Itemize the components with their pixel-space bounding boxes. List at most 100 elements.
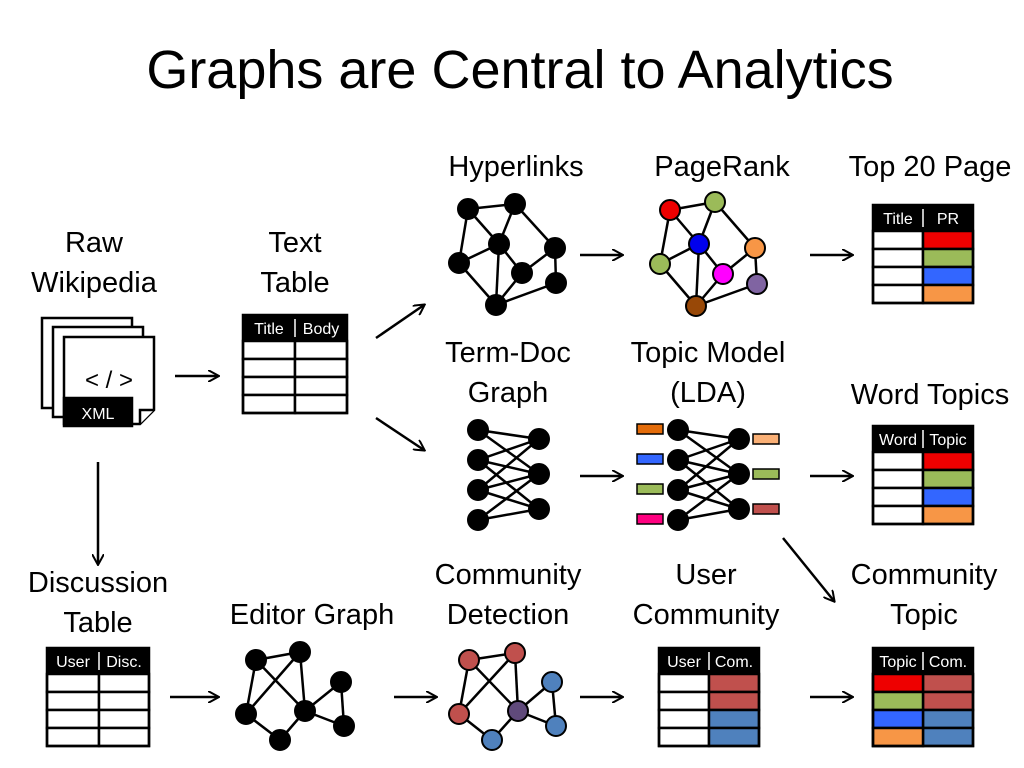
table-cell (921, 708, 975, 730)
label-raw-wikipedia-2: Wikipedia (31, 267, 158, 299)
table-cell (241, 375, 297, 397)
label-term-doc-1: Term-Doc (445, 337, 571, 369)
label-user-community-1: User (675, 559, 737, 591)
graph-node (688, 233, 710, 255)
table-cell (657, 726, 711, 748)
graph-node (528, 428, 550, 450)
table-cell (293, 375, 349, 397)
label-text-table-2: Table (260, 267, 329, 299)
graph-node (458, 649, 480, 671)
table-cell (921, 247, 975, 269)
graph-node (289, 641, 311, 663)
table-cell (97, 726, 151, 748)
table-cell (871, 504, 925, 526)
graph-node (685, 295, 707, 317)
hyperlinks-graph (448, 193, 567, 316)
header-col-1: User (667, 654, 701, 671)
graph-edge (677, 473, 740, 521)
header-col-2: Com. (715, 654, 753, 671)
arrow-table-to-hyperlinks (375, 305, 424, 340)
table-cell (921, 504, 975, 526)
graph-node (467, 419, 489, 441)
graph-edge (477, 438, 540, 491)
word-topic-bar (636, 483, 664, 495)
editor-graph (235, 641, 355, 751)
doc-topic-bar (752, 433, 780, 445)
header-col-2: Com. (929, 654, 967, 671)
table-cell (45, 672, 101, 694)
doc-xml-tag: XML (82, 406, 115, 423)
table-cell (871, 229, 925, 251)
header-col-1: User (56, 654, 90, 671)
table-cell (707, 690, 761, 712)
table-cell (657, 708, 711, 730)
label-community-detection-2: Detection (447, 599, 570, 631)
table-cell (921, 265, 975, 287)
graph-node (507, 700, 529, 722)
table-cell (871, 265, 925, 287)
label-word-topics: Word Topics (851, 379, 1010, 411)
table-cell (871, 708, 925, 730)
label-top20: Top 20 Page (849, 151, 1012, 183)
arrow-lda-to-communitytopic (782, 537, 834, 601)
graph-node (728, 428, 750, 450)
label-pagerank: PageRank (654, 151, 790, 183)
label-raw-wikipedia-1: Raw (65, 227, 124, 259)
community-detection-graph (448, 642, 567, 751)
label-hyperlinks: Hyperlinks (448, 151, 583, 183)
table-cell (871, 726, 925, 748)
table-cell (871, 690, 925, 712)
table-cell (921, 450, 975, 472)
term-doc-graph (467, 419, 550, 531)
graph-node (659, 199, 681, 221)
table-cell (871, 468, 925, 490)
label-editor-graph: Editor Graph (230, 599, 394, 631)
graph-edge (677, 428, 740, 476)
table-cell (871, 450, 925, 472)
graph-node (704, 191, 726, 213)
graph-node (545, 715, 567, 737)
table-cell (871, 247, 925, 269)
graph-node (467, 509, 489, 531)
label-text-table-1: Text (268, 227, 321, 259)
table-cell (241, 357, 297, 379)
table-cell (657, 690, 711, 712)
word-topic-bar (636, 423, 664, 435)
table-cell (293, 393, 349, 415)
label-community-topic-2: Topic (890, 599, 958, 631)
graph-node (667, 479, 689, 501)
graph-edge (255, 659, 306, 712)
graph-node (235, 703, 257, 725)
graph-edge (677, 459, 740, 510)
arrow-table-to-termdoc (375, 416, 424, 450)
graph-node (504, 642, 526, 664)
label-community-detection-1: Community (435, 559, 582, 591)
label-community-topic-1: Community (851, 559, 998, 591)
graph-node (467, 449, 489, 471)
table-cell (241, 393, 297, 415)
word-topic-bar (636, 453, 664, 465)
table-cell (921, 486, 975, 508)
label-discussion-1: Discussion (28, 567, 168, 599)
graph-node (545, 272, 567, 294)
graph-node (457, 198, 479, 220)
table-cell (45, 690, 101, 712)
top20-table: Title PR (871, 203, 975, 305)
header-col-1: Word (879, 432, 917, 449)
header-col-1: Title (883, 211, 913, 228)
graph-node (485, 294, 507, 316)
graph-node (728, 463, 750, 485)
table-cell (921, 229, 975, 251)
header-col-2: Body (303, 321, 339, 338)
graph-edge (245, 651, 301, 715)
graph-node (269, 729, 291, 751)
graph-node (649, 253, 671, 275)
doc-topic-bar (752, 468, 780, 480)
graph-node (528, 463, 550, 485)
header-col-2: PR (937, 211, 959, 228)
table-cell (921, 726, 975, 748)
